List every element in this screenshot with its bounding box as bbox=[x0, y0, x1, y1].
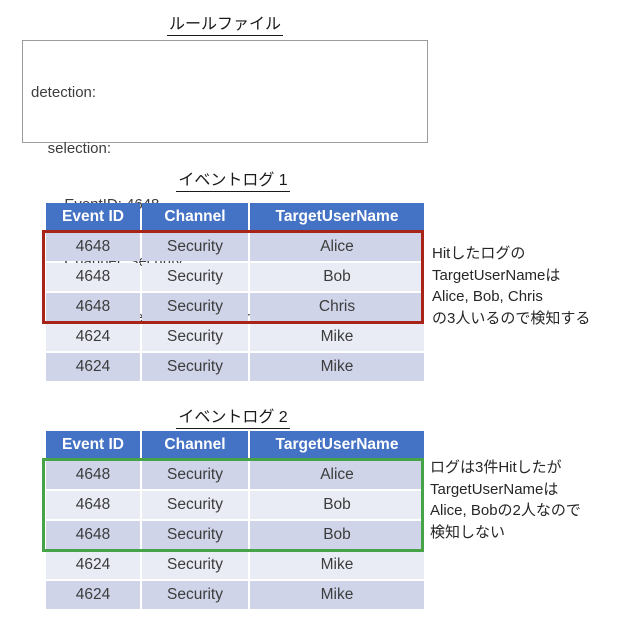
table-cell: 4648 bbox=[46, 263, 140, 291]
annotation-line: Alice, Bob, Chris bbox=[432, 288, 543, 305]
rule-line: selection: bbox=[31, 139, 112, 157]
annotation-line: の3人いるので検知する bbox=[432, 309, 591, 327]
table-cell: Security bbox=[142, 233, 248, 261]
table-cell: Security bbox=[142, 293, 248, 321]
column-header: Event ID bbox=[46, 203, 140, 231]
rule-line: detection: bbox=[31, 83, 97, 101]
event-log-1-title: イベントログ 1 bbox=[46, 166, 420, 192]
table-cell: Security bbox=[142, 323, 248, 351]
table-cell: 4624 bbox=[46, 353, 140, 381]
event-log-2-table: Event ID Channel TargetUserName 4648 Sec… bbox=[46, 431, 424, 609]
rule-file-title: ルールファイル bbox=[22, 10, 428, 36]
annotation-line: Alice, Bobの2人なので bbox=[430, 502, 581, 519]
column-header: TargetUserName bbox=[250, 203, 424, 231]
table-cell: Security bbox=[142, 581, 248, 609]
column-header: Channel bbox=[142, 431, 248, 459]
table-cell: 4624 bbox=[46, 551, 140, 579]
table-cell: Bob bbox=[250, 263, 424, 291]
column-header: TargetUserName bbox=[250, 431, 424, 459]
table-cell: Security bbox=[142, 461, 248, 489]
table-cell: 4648 bbox=[46, 491, 140, 519]
annotation-line: 検知しない bbox=[430, 523, 506, 541]
event-log-1-table: Event ID Channel TargetUserName 4648 Sec… bbox=[46, 203, 424, 381]
table-cell: 4648 bbox=[46, 461, 140, 489]
table-cell: Security bbox=[142, 521, 248, 549]
table-cell: Mike bbox=[250, 581, 424, 609]
table-cell: Chris bbox=[250, 293, 424, 321]
annotation-line: ログは3件Hitしたが bbox=[430, 459, 562, 476]
event-log-2-title: イベントログ 2 bbox=[46, 403, 420, 429]
table-cell: Bob bbox=[250, 521, 424, 549]
table-cell: 4648 bbox=[46, 233, 140, 261]
table-cell: 4648 bbox=[46, 293, 140, 321]
annotation-line: Hitしたログの bbox=[432, 245, 526, 262]
annotation-line: TargetUserNameは bbox=[430, 480, 559, 498]
table-cell: Security bbox=[142, 491, 248, 519]
rule-file-title-text: ルールファイル bbox=[166, 16, 283, 36]
table-cell: Security bbox=[142, 263, 248, 291]
table-cell: Security bbox=[142, 353, 248, 381]
table-cell: Mike bbox=[250, 323, 424, 351]
table-cell: Mike bbox=[250, 353, 424, 381]
table-cell: Security bbox=[142, 551, 248, 579]
log1-annotation: Hitしたログの TargetUserNameは Alice, Bob, Chr… bbox=[432, 243, 642, 329]
annotation-line: TargetUserNameは bbox=[432, 266, 561, 284]
event-log-1-title-text: イベントログ 1 bbox=[176, 172, 290, 192]
table-cell: Bob bbox=[250, 491, 424, 519]
table-cell: 4648 bbox=[46, 521, 140, 549]
column-header: Event ID bbox=[46, 431, 140, 459]
table-cell: Alice bbox=[250, 233, 424, 261]
table-cell: Mike bbox=[250, 551, 424, 579]
table-cell: Alice bbox=[250, 461, 424, 489]
table-cell: 4624 bbox=[46, 581, 140, 609]
log2-annotation: ログは3件Hitしたが TargetUserNameは Alice, Bobの2… bbox=[430, 457, 640, 543]
event-log-2-title-text: イベントログ 2 bbox=[176, 409, 290, 429]
table-cell: 4624 bbox=[46, 323, 140, 351]
column-header: Channel bbox=[142, 203, 248, 231]
